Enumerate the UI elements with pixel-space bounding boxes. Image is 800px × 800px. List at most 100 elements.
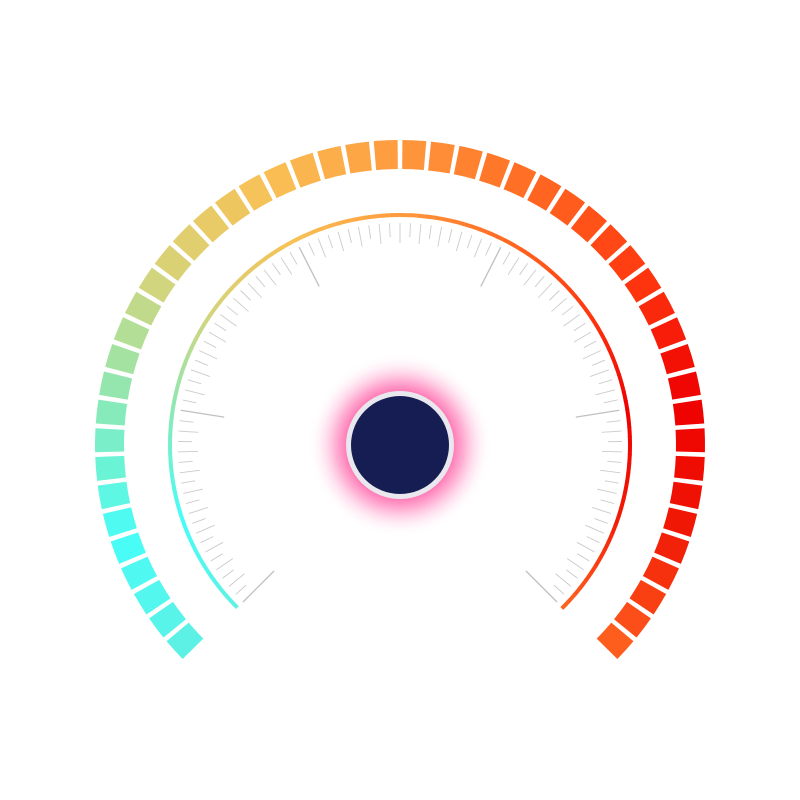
inner-arc-piece (229, 280, 240, 291)
inner-arc-piece (328, 221, 340, 229)
minor-tick (247, 282, 263, 299)
minor-tick (185, 499, 200, 505)
inner-arc-piece (311, 226, 323, 235)
minor-tick (347, 229, 352, 243)
inner-arc-piece (627, 426, 632, 438)
inner-arc-piece (594, 323, 604, 335)
minor-tick (586, 536, 600, 544)
tick-mark-scale (178, 223, 622, 603)
major-tick (242, 570, 275, 603)
minor-tick (606, 420, 621, 423)
minor-tick (289, 251, 298, 265)
outer-segment (638, 291, 675, 326)
inner-arc-piece (583, 571, 593, 583)
inner-arc-piece (211, 578, 221, 589)
center-hub (308, 353, 492, 537)
minor-tick (235, 584, 247, 595)
inner-arc-piece (579, 301, 589, 312)
minor-tick (566, 569, 578, 579)
inner-arc-piece (603, 339, 612, 351)
outer-segment (113, 317, 150, 350)
minor-tick (607, 460, 622, 463)
inner-arc-piece (625, 408, 631, 420)
minor-tick (409, 223, 411, 238)
inner-arc-piece (626, 462, 632, 474)
inner-arc-piece (567, 287, 578, 298)
minor-tick (183, 488, 203, 494)
inner-arc-piece (435, 215, 447, 222)
inner-arc-piece (172, 488, 179, 500)
minor-tick (466, 234, 473, 249)
inner-arc-piece (193, 330, 202, 342)
inner-arc-piece (271, 246, 282, 256)
inner-arc-piece (202, 315, 212, 326)
inner-arc-piece (189, 338, 198, 350)
inner-arc-piece (588, 564, 598, 575)
inner-arc-piece (201, 563, 211, 574)
major-tick (180, 409, 225, 418)
inner-arc-piece (206, 570, 216, 582)
inner-arc-piece (168, 416, 174, 428)
minor-tick (192, 518, 206, 524)
outer-segment (624, 267, 662, 303)
minor-tick (502, 251, 511, 265)
inner-arc-piece (212, 300, 222, 311)
inner-arc-piece (192, 547, 202, 559)
inner-arc-piece (534, 257, 545, 267)
inner-arc-piece (176, 505, 184, 517)
minor-tick (184, 389, 205, 396)
minor-tick (200, 536, 214, 544)
minor-tick (194, 359, 209, 366)
major-tick (575, 409, 620, 418)
outer-segment (663, 507, 698, 537)
minor-tick (226, 305, 238, 316)
minor-tick (181, 480, 196, 484)
inner-arc-piece (174, 380, 181, 392)
outer-segment (125, 291, 162, 326)
inner-arc-piece (561, 280, 572, 292)
inner-arc-piece (584, 308, 594, 320)
minor-tick (553, 584, 565, 595)
major-tick (298, 246, 320, 287)
minor-tick (455, 231, 463, 252)
minor-tick (485, 242, 492, 256)
inner-arc-piece (598, 548, 607, 560)
minor-tick (577, 553, 590, 562)
minor-tick (582, 350, 602, 360)
inner-arc-piece (503, 238, 515, 247)
minor-tick (233, 297, 249, 312)
inner-arc-piece (196, 555, 206, 567)
minor-tick (573, 322, 586, 332)
inner-arc-piece (223, 286, 234, 297)
minor-tick (178, 430, 199, 433)
outer-segment (105, 343, 140, 375)
inner-arc-piece (541, 262, 552, 273)
inner-arc-piece (461, 221, 473, 229)
inner-arc-piece (178, 514, 187, 526)
outer-segment (453, 145, 483, 180)
outer-segment (479, 152, 511, 188)
minor-tick (418, 223, 422, 244)
outer-segment (317, 145, 347, 180)
outer-segment (110, 532, 146, 564)
outer-segment (527, 174, 562, 211)
minor-tick (255, 275, 266, 288)
minor-tick (190, 369, 211, 377)
inner-arc-piece (249, 262, 260, 272)
inner-arc-piece (619, 498, 626, 510)
inner-arc-piece (174, 497, 181, 508)
outer-segment (428, 141, 455, 174)
minor-tick (448, 229, 453, 243)
inner-arc-piece (495, 234, 507, 243)
inner-arc-piece (217, 585, 227, 596)
minor-tick (188, 506, 209, 515)
minor-tick (473, 238, 483, 258)
minor-tick (389, 223, 391, 238)
inner-arc-piece (185, 346, 194, 358)
minor-tick (240, 290, 251, 301)
outer-segment (121, 556, 158, 590)
outer-segment (629, 579, 667, 615)
minor-tick (551, 297, 567, 312)
inner-arc-piece (613, 364, 622, 376)
